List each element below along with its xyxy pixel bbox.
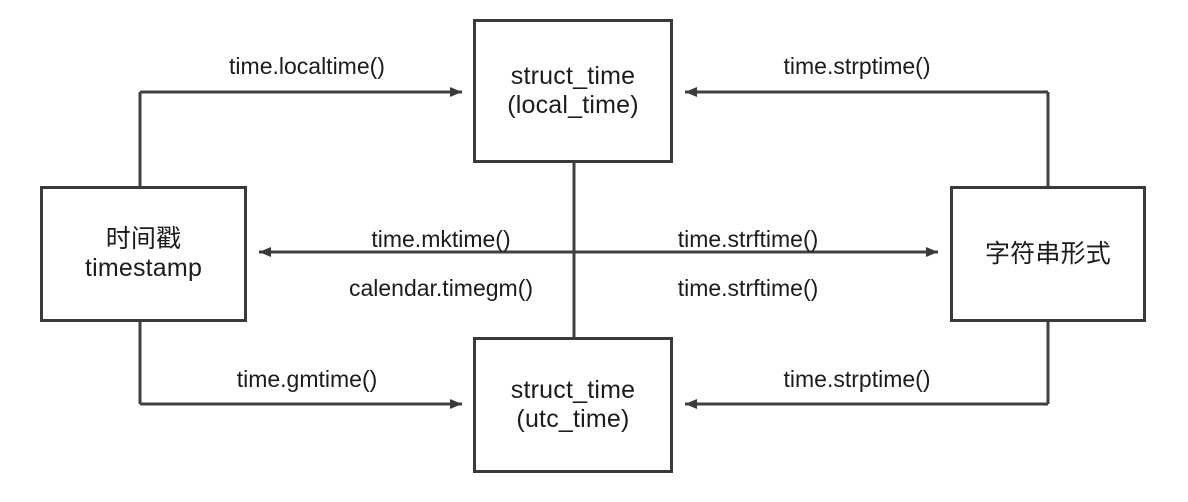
node-utc-line2: (utc_time) xyxy=(516,405,630,433)
node-utc-line1: struct_time xyxy=(510,376,636,404)
edge-label-mktime: time.mktime() xyxy=(371,226,511,252)
node-timestamp-line1: 时间戳 xyxy=(105,225,182,253)
edge-label-timegm: calendar.timegm() xyxy=(348,275,534,301)
node-local-line1: struct_time xyxy=(510,62,636,90)
node-local-line2: (local_time) xyxy=(507,91,639,119)
edge-label-strftime-upper: time.strftime() xyxy=(677,226,819,252)
edge-label-strptime-bottom: time.strptime() xyxy=(783,366,931,392)
node-string-line1: 字符串形式 xyxy=(984,239,1111,268)
node-string-form[interactable]: 字符串形式 xyxy=(950,186,1146,322)
node-struct-time-local[interactable]: struct_time (local_time) xyxy=(473,19,673,163)
node-timestamp[interactable]: 时间戳 timestamp xyxy=(40,186,247,322)
node-struct-time-utc[interactable]: struct_time (utc_time) xyxy=(473,337,673,473)
node-timestamp-line2: timestamp xyxy=(84,254,203,282)
edge-label-localtime: time.localtime() xyxy=(229,53,385,79)
edge-label-gmtime: time.gmtime() xyxy=(236,366,378,392)
edge-label-strptime-top: time.strptime() xyxy=(783,53,931,79)
edge-label-strftime-lower: time.strftime() xyxy=(677,275,819,301)
